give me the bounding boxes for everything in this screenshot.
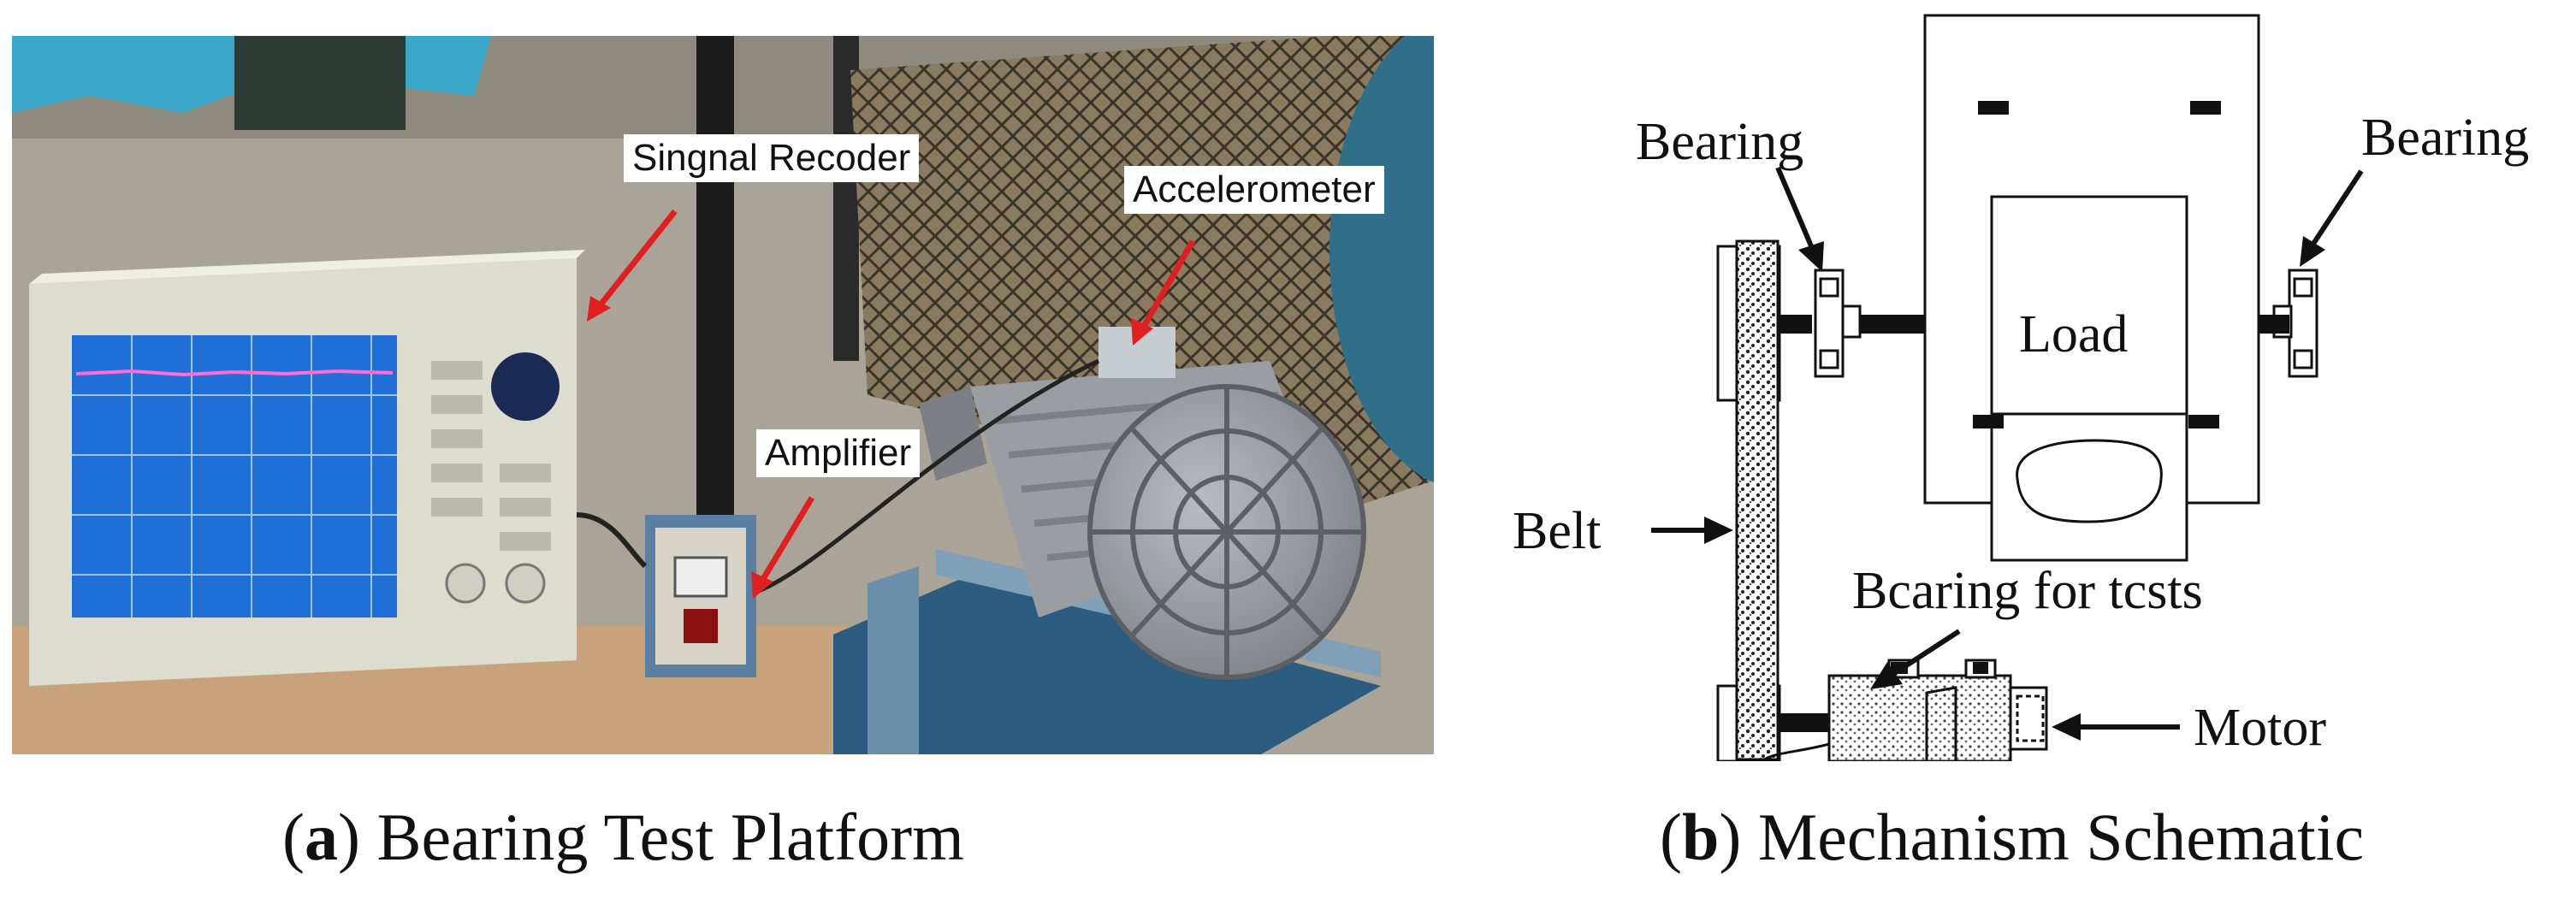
callout-accelerometer: Accelerometer (1124, 166, 1384, 214)
blue-tarp (12, 36, 252, 113)
arrow-test-bearing (1889, 629, 1961, 678)
load-weight (2016, 439, 2163, 523)
schematic-drawing (1651, 14, 2364, 761)
signal-recorder-device (29, 250, 585, 686)
load-box (1990, 195, 2188, 562)
caption-a-text: Bearing Test Platform (376, 800, 964, 874)
electric-motor (919, 327, 1366, 680)
label-motor: Motor (2194, 699, 2326, 757)
mechanism-schematic: Bearing Bearing Load Belt Bcaring for tc… (1489, 0, 2576, 761)
test-bearing-housing (1827, 674, 2012, 761)
arrow-signal-recorder (595, 209, 678, 310)
label-load: Load (2019, 305, 2129, 363)
label-bearing-for-tests: Bcaring for tcsts (1852, 562, 2203, 620)
recorder-screen (72, 335, 397, 617)
label-bearing-right: Bearing (2361, 109, 2530, 167)
caption-a-letter: a (304, 800, 338, 874)
caption-b-letter: b (1681, 800, 1720, 874)
belt (1735, 239, 1780, 761)
recorder-knob (491, 352, 560, 421)
blue-tank (1329, 36, 1434, 482)
callout-arrows (587, 209, 1196, 599)
callout-signal-recorder: Singnal Recoder (624, 134, 920, 182)
label-belt: Belt (1513, 502, 1602, 560)
caption-b: (b) Mechanism Schematic (1660, 800, 2365, 874)
arrow-accelerometer (1138, 239, 1196, 333)
caption-a: (a) Bearing Test Platform (282, 800, 964, 874)
pointer-arrows (1651, 166, 2364, 741)
arrow-amplifier (757, 496, 815, 585)
amplifier-device (645, 515, 756, 677)
arrow-bearing-right (2309, 169, 2364, 248)
dark-crate (234, 36, 406, 130)
arrow-bearing-left (1775, 166, 1815, 250)
label-bearing-left: Bearing (1636, 113, 1804, 171)
callout-amplifier: Amplifier (756, 429, 921, 477)
caption-b-text: Mechanism Schematic (1757, 800, 2365, 874)
test-platform-photo: Singnal Recoder Accelerometer Amplifier (12, 36, 1434, 754)
